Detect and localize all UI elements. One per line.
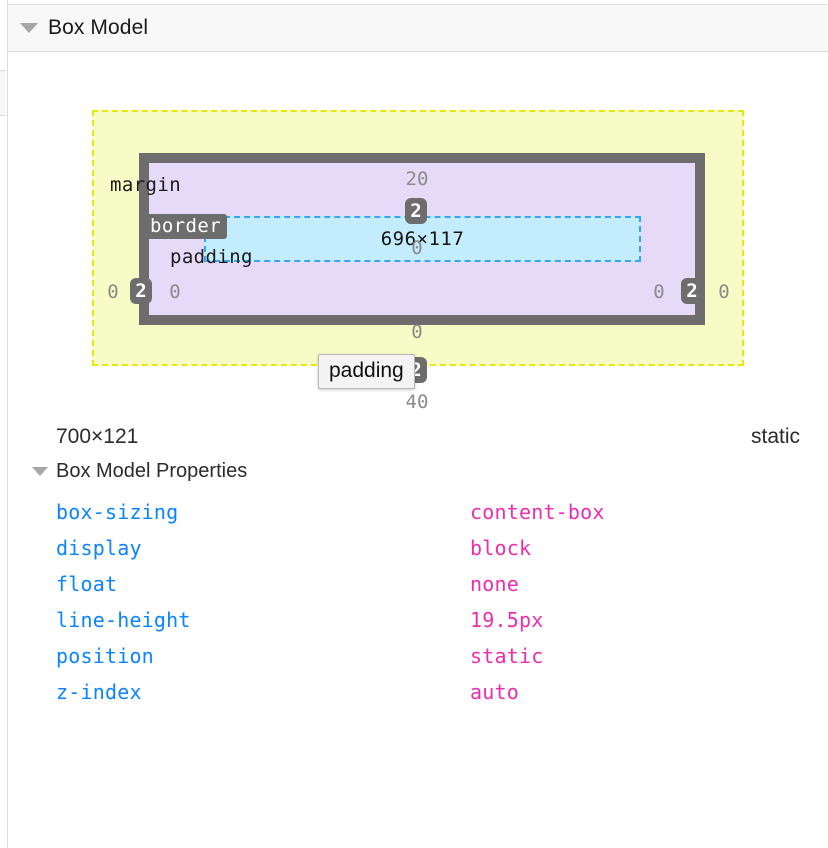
padding-bottom-value[interactable]: 0 [411, 321, 423, 343]
property-name: line-height [56, 608, 191, 632]
padding-top-value[interactable]: 0 [411, 237, 423, 259]
page-title: Box Model [48, 16, 149, 39]
property-row[interactable]: display block [8, 530, 828, 566]
box-model-properties-list: box-sizing content-box display block float no… [8, 494, 828, 710]
property-row[interactable]: z-index auto [8, 674, 828, 710]
border-region-label: border [144, 214, 228, 239]
property-row[interactable]: float none [8, 566, 828, 602]
property-value[interactable]: block [470, 536, 532, 560]
property-name: float [56, 572, 118, 596]
margin-right-value[interactable]: 0 [718, 281, 730, 303]
padding-region-label: padding [170, 246, 253, 268]
property-name: z-index [56, 680, 142, 704]
padding-right-value[interactable]: 0 [653, 281, 665, 303]
panel-left-rail [0, 0, 8, 848]
property-value[interactable]: auto [470, 680, 519, 704]
box-model-summary: 700×121 static [8, 420, 828, 454]
property-value[interactable]: 19.5px [470, 608, 544, 632]
element-position-label: static [750, 425, 800, 448]
triangle-down-icon[interactable] [20, 23, 38, 33]
property-value[interactable]: content-box [470, 500, 605, 524]
triangle-down-icon[interactable] [32, 467, 48, 476]
border-top-value[interactable]: 2 [405, 198, 427, 224]
margin-top-value[interactable]: 20 [405, 168, 429, 190]
box-model-properties-header[interactable]: Box Model Properties [8, 460, 247, 483]
property-name: display [56, 536, 142, 560]
region-tooltip: padding [318, 354, 415, 389]
margin-bottom-value[interactable]: 40 [405, 391, 429, 413]
margin-region-label: margin [110, 174, 182, 196]
property-value[interactable]: static [470, 644, 544, 668]
box-model-section-header[interactable]: Box Model [8, 4, 828, 52]
property-name: position [56, 644, 154, 668]
padding-region[interactable]: 696×117 [149, 163, 695, 315]
property-row[interactable]: line-height 19.5px [8, 602, 828, 638]
property-row[interactable]: position static [8, 638, 828, 674]
panel-rail-marker [0, 70, 6, 116]
property-name: box-sizing [56, 500, 179, 524]
border-region[interactable]: 696×117 [139, 153, 705, 325]
element-size-label: 700×121 [56, 425, 139, 448]
box-model-properties-title: Box Model Properties [56, 460, 248, 482]
padding-left-value[interactable]: 0 [169, 281, 181, 303]
box-model-diagram[interactable]: 696×117 margin border padding 20 2 0 0 2… [0, 54, 828, 413]
border-left-value[interactable]: 2 [130, 278, 152, 304]
property-row[interactable]: box-sizing content-box [8, 494, 828, 530]
margin-left-value[interactable]: 0 [107, 281, 119, 303]
border-right-value[interactable]: 2 [681, 278, 703, 304]
property-value[interactable]: none [470, 572, 519, 596]
content-size-label: 696×117 [380, 228, 465, 250]
